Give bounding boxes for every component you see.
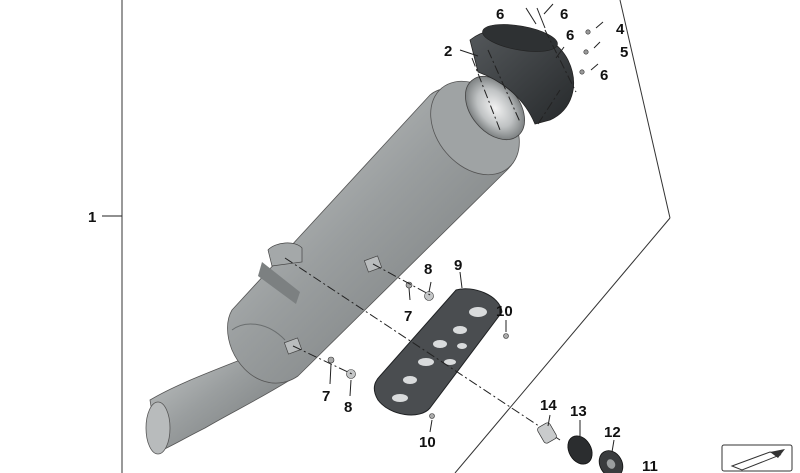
callout-1: 1 bbox=[88, 209, 96, 226]
callout-10-b: 10 bbox=[419, 434, 436, 451]
diagram-navigation-icon[interactable] bbox=[721, 444, 793, 472]
top-screws bbox=[525, 3, 604, 75]
callout-10-a: 10 bbox=[496, 303, 513, 320]
callout-6-d: 6 bbox=[600, 67, 608, 84]
rubber-grommets bbox=[537, 422, 624, 473]
cap-assembly-lines bbox=[471, 29, 577, 131]
callout-labels: 1 2 6 6 6 4 5 6 8 9 7 10 7 8 10 14 13 12… bbox=[88, 6, 658, 473]
assembly-frame bbox=[121, 0, 671, 473]
callout-7-a: 7 bbox=[404, 308, 412, 325]
callout-8-a: 8 bbox=[424, 261, 432, 278]
main-assembly-line bbox=[284, 257, 561, 441]
callout-4: 4 bbox=[616, 21, 625, 38]
callout-6-a: 6 bbox=[496, 6, 504, 23]
callout-13: 13 bbox=[570, 403, 587, 420]
callout-7-b: 7 bbox=[322, 388, 330, 405]
callout-8-b: 8 bbox=[344, 399, 352, 416]
callout-6-c: 6 bbox=[566, 27, 574, 44]
callout-5: 5 bbox=[620, 44, 628, 61]
callout-11: 11 bbox=[642, 458, 658, 473]
callout-2: 2 bbox=[444, 43, 452, 60]
callout-leaders bbox=[102, 46, 615, 453]
callout-6-b: 6 bbox=[560, 6, 568, 23]
washers bbox=[327, 281, 509, 419]
callout-14: 14 bbox=[540, 397, 557, 414]
callout-12: 12 bbox=[604, 424, 621, 441]
callout-9: 9 bbox=[454, 257, 462, 274]
heat-shield bbox=[373, 288, 503, 416]
end-cap bbox=[469, 24, 574, 125]
